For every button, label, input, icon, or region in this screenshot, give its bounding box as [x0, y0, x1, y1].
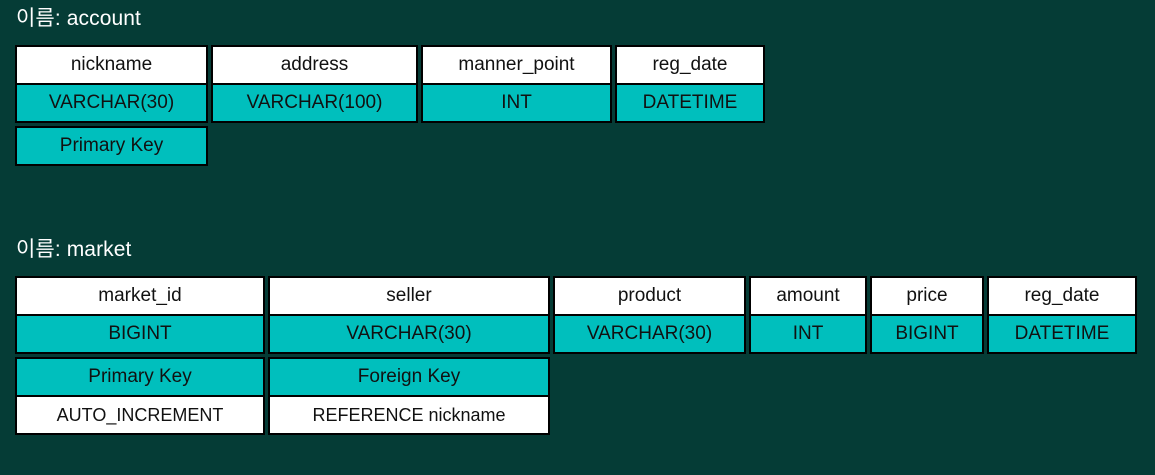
column-type-row: VARCHAR(30) VARCHAR(100) INT DATETIME [0, 85, 765, 123]
column-type-row: BIGINT VARCHAR(30) VARCHAR(30) INT BIGIN… [0, 316, 1137, 354]
column-type-cell[interactable]: VARCHAR(30) [553, 316, 746, 354]
table-title-account: 이름: account [16, 7, 141, 30]
column-extra-cell[interactable]: AUTO_INCREMENT [15, 397, 265, 435]
column-extra-cell[interactable]: REFERENCE nickname [268, 397, 550, 435]
table-grid-market: market_id seller product amount price re… [0, 276, 1137, 435]
column-name-row: nickname address manner_point reg_date [0, 45, 765, 85]
table-title-market: 이름: market [16, 238, 132, 261]
column-type-cell[interactable]: VARCHAR(30) [268, 316, 550, 354]
column-name-cell[interactable]: amount [749, 276, 867, 316]
column-type-cell[interactable]: DATETIME [987, 316, 1137, 354]
column-key-row: Primary Key [0, 126, 765, 166]
column-name-cell[interactable]: reg_date [987, 276, 1137, 316]
column-type-cell[interactable]: INT [749, 316, 867, 354]
entity-table-account: 이름: account nickname address manner_poin… [0, 6, 765, 166]
column-name-cell[interactable]: market_id [15, 276, 265, 316]
column-key-row: Primary Key Foreign Key [0, 357, 1137, 397]
column-name-row: market_id seller product amount price re… [0, 276, 1137, 316]
column-name-cell[interactable]: seller [268, 276, 550, 316]
column-key-cell[interactable]: Foreign Key [268, 357, 550, 397]
column-key-cell[interactable]: Primary Key [15, 357, 265, 397]
column-name-cell[interactable]: manner_point [421, 45, 612, 85]
column-type-cell[interactable]: BIGINT [870, 316, 984, 354]
column-type-cell[interactable]: VARCHAR(30) [15, 85, 208, 123]
column-name-cell[interactable]: reg_date [615, 45, 765, 85]
column-name-cell[interactable]: address [211, 45, 418, 85]
column-type-cell[interactable]: DATETIME [615, 85, 765, 123]
column-name-cell[interactable]: product [553, 276, 746, 316]
column-key-cell[interactable]: Primary Key [15, 126, 208, 166]
column-type-cell[interactable]: VARCHAR(100) [211, 85, 418, 123]
column-name-cell[interactable]: price [870, 276, 984, 316]
table-grid-account: nickname address manner_point reg_date V… [0, 45, 765, 166]
entity-table-market: 이름: market market_id seller product amou… [0, 237, 1137, 435]
column-type-cell[interactable]: INT [421, 85, 612, 123]
column-type-cell[interactable]: BIGINT [15, 316, 265, 354]
column-extra-row: AUTO_INCREMENT REFERENCE nickname [0, 397, 1137, 435]
column-name-cell[interactable]: nickname [15, 45, 208, 85]
